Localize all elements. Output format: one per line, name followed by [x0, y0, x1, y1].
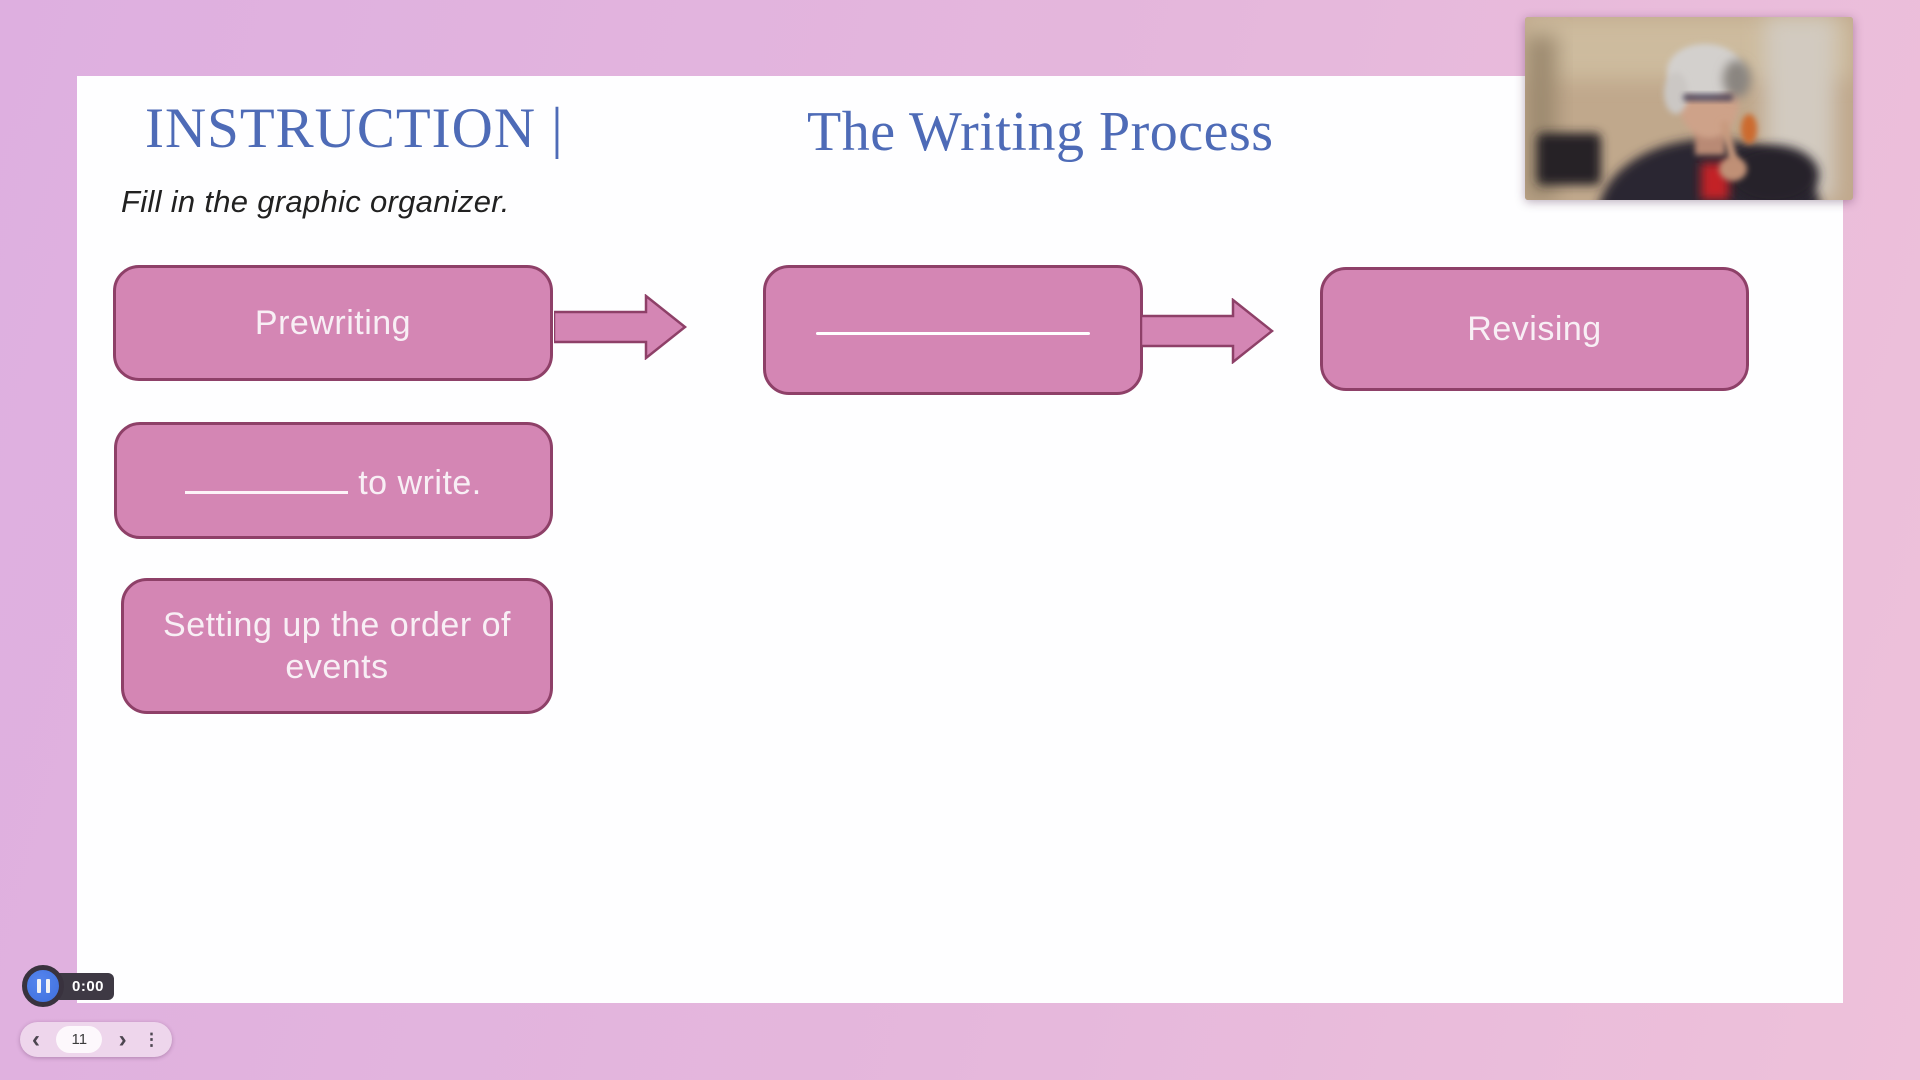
blank-underline: [816, 332, 1090, 335]
organizer-box-revising: Revising: [1320, 267, 1749, 391]
flow-arrow-icon: [1141, 298, 1275, 364]
previous-slide-button[interactable]: ‹: [32, 1025, 40, 1053]
organizer-box-blank-step: [763, 265, 1143, 395]
pause-button[interactable]: [22, 965, 64, 1007]
elapsed-time-badge: 0:00: [54, 973, 115, 1000]
slide-number-field[interactable]: 11: [56, 1026, 103, 1053]
flow-arrow-icon: [554, 294, 688, 360]
organizer-box-to-write-label: to write.: [358, 463, 482, 502]
organizer-box-revising-label: Revising: [1467, 309, 1602, 348]
organizer-box-prewriting: Prewriting: [113, 265, 553, 381]
presenter-webcam-video[interactable]: [1525, 17, 1853, 200]
slide-canvas: INSTRUCTION | The Writing Process Fill i…: [77, 76, 1843, 1003]
pause-icon: [36, 979, 41, 993]
slide-instruction-text: Fill in the graphic organizer.: [121, 184, 510, 219]
slide-navigation-bar: ‹ 11 › ⋮: [20, 1022, 172, 1057]
slide-kicker: INSTRUCTION |: [145, 97, 564, 160]
blank-underline: [185, 457, 349, 494]
organizer-box-order-of-events-label: Setting up the order of events: [163, 605, 511, 687]
organizer-box-to-write-content: to write.: [185, 457, 482, 505]
next-slide-button[interactable]: ›: [118, 1025, 127, 1053]
webcam-frame-image: [1525, 17, 1853, 200]
more-options-menu-button[interactable]: ⋮: [142, 1029, 160, 1049]
organizer-box-to-write: to write.: [114, 422, 553, 539]
pause-icon: [45, 979, 50, 993]
organizer-box-order-of-events: Setting up the order of events: [121, 578, 553, 714]
organizer-box-prewriting-label: Prewriting: [254, 303, 412, 342]
slide-title: The Writing Process: [807, 101, 1274, 163]
